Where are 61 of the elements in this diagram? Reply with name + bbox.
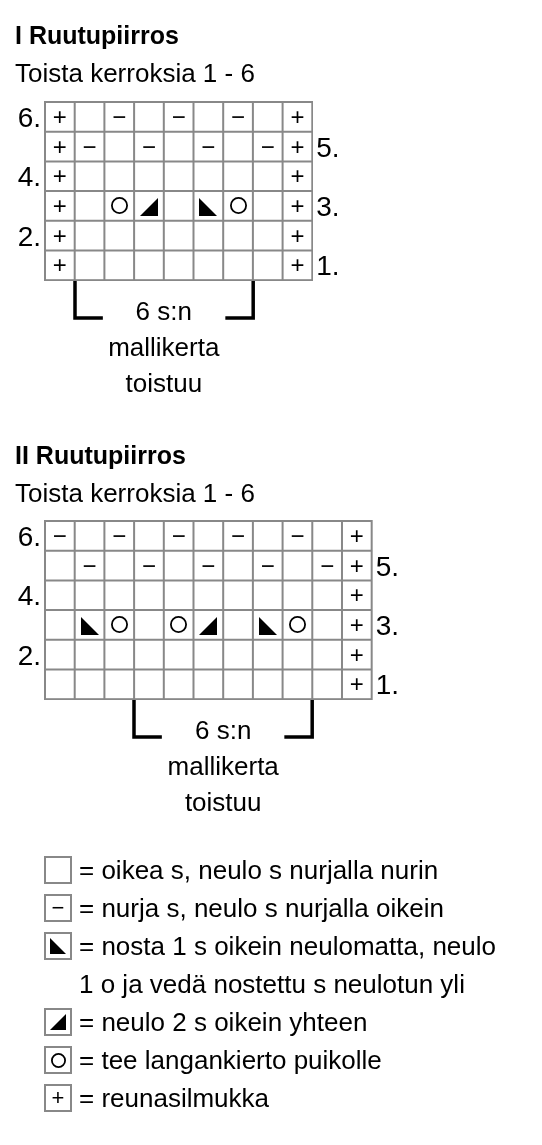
row-number: 4. (17, 579, 41, 614)
stitch-symbol: − (82, 553, 97, 578)
row-number: 2. (17, 638, 41, 673)
stitch-symbol: − (141, 553, 156, 578)
stitch-symbol: + (52, 134, 67, 159)
stitch-symbol: + (52, 164, 67, 189)
legend-text: = neulo 2 s oikein yhteen (79, 1006, 368, 1039)
legend-text: = nurja s, neulo s nurjalla oikein (79, 892, 444, 925)
row-number: 1. (375, 668, 400, 703)
repeat-label: 6 s:n mallikerta toistuu (166, 714, 280, 820)
stitch-symbol: + (52, 223, 67, 248)
row-number: 6. (17, 519, 41, 554)
row-number: 3. (316, 189, 340, 224)
stitch-symbol: − (82, 134, 97, 159)
legend-text: = nosta 1 s oikein neulomatta, neulo 1 o ja vedä nostettu s neulotun yli (79, 930, 497, 1001)
stitch-symbol: − (320, 553, 335, 578)
stitch-symbol: + (349, 612, 364, 637)
stitch-symbol: − (231, 104, 246, 129)
chart-title: I Ruutupiirros (15, 20, 179, 50)
row-number: 5. (375, 549, 400, 584)
stitch-symbol: + (349, 642, 364, 667)
stitch-symbol: + (290, 104, 305, 129)
row-number: 2. (17, 219, 41, 254)
stitch-symbol: − (141, 134, 156, 159)
stitch-symbol: + (290, 164, 305, 189)
stitch-symbol: + (290, 223, 305, 248)
legend-text: = tee langankierto puikolle (79, 1044, 382, 1077)
stitch-symbol: + (290, 193, 305, 218)
stitch-symbol: − (52, 523, 67, 548)
chart-subtitle: Toista kerroksia 1 - 6 (15, 58, 255, 88)
chart-subtitle: Toista kerroksia 1 - 6 (15, 478, 255, 508)
stitch-symbol: − (201, 553, 216, 578)
stitch-symbol: + (52, 253, 67, 278)
stitch-symbol: + (349, 583, 364, 608)
stitch-symbol: + (349, 553, 364, 578)
row-number: 5. (316, 130, 340, 165)
stitch-symbol: − (290, 523, 305, 548)
stitch-symbol: + (290, 134, 305, 159)
repeat-label: 6 s:n mallikerta toistuu (107, 295, 221, 401)
stitch-symbol: + (349, 672, 364, 697)
stitch-symbol: + (52, 104, 67, 129)
stitch-symbol: − (171, 523, 186, 548)
chart-title: II Ruutupiirros (15, 440, 186, 470)
stitch-symbol: + (290, 253, 305, 278)
stitch-symbol: − (201, 134, 216, 159)
stitch-symbol: − (112, 104, 127, 129)
row-number: 1. (316, 249, 340, 284)
row-number: 4. (17, 160, 41, 195)
row-number: 6. (17, 100, 41, 135)
stitch-symbol: + (349, 523, 364, 548)
stitch-symbol: − (171, 104, 186, 129)
stitch-symbol: − (260, 553, 275, 578)
stitch-symbol: + (51, 1087, 65, 1109)
stitch-symbol: − (112, 523, 127, 548)
row-number: 3. (375, 608, 400, 643)
stitch-symbol: + (52, 193, 67, 218)
legend-text: = oikea s, neulo s nurjalla nurin (79, 854, 439, 887)
stitch-symbol: − (51, 897, 65, 919)
stitch-symbol: − (231, 523, 246, 548)
stitch-symbol: − (260, 134, 275, 159)
legend-text: = reunasilmukka (79, 1082, 270, 1115)
